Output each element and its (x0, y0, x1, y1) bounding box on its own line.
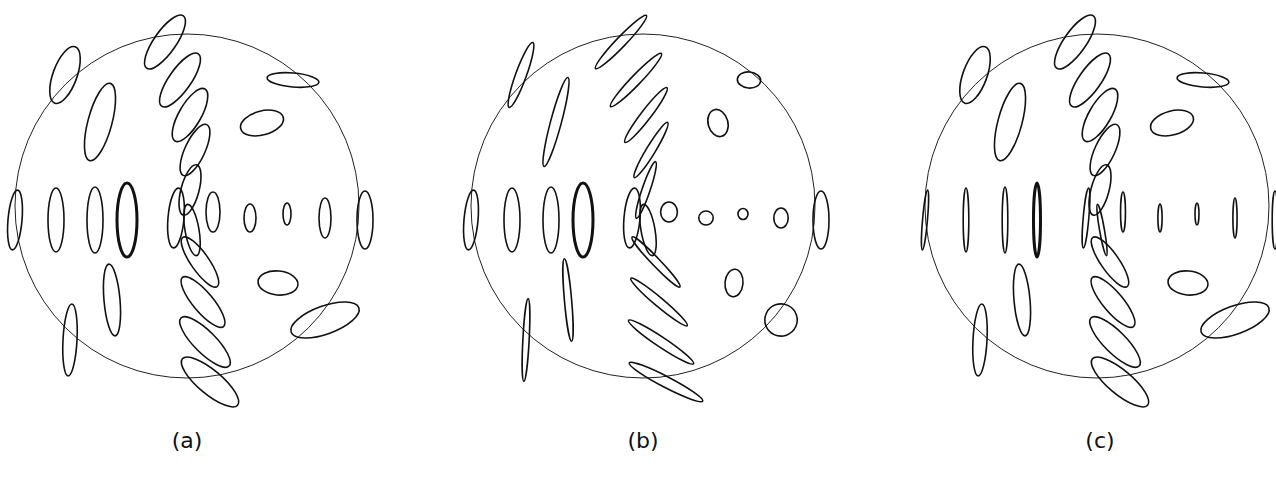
spot-outline (461, 190, 480, 251)
spot-outline (357, 191, 373, 249)
spot-outline (628, 275, 690, 329)
spot-outline (174, 120, 216, 179)
spot-outline (774, 208, 788, 228)
spot-outline (988, 80, 1032, 163)
spot-outline (1085, 232, 1134, 291)
spot-outline (724, 268, 744, 297)
spot-outline (573, 183, 593, 257)
spot-outline (1176, 71, 1229, 89)
spot-outline (1196, 295, 1273, 346)
spot-outline (319, 198, 331, 238)
spot-outline (607, 50, 665, 110)
spot-outline (627, 358, 705, 406)
panel-figure (461, 12, 829, 406)
spot-outline (963, 188, 969, 252)
spot-outline (117, 183, 137, 257)
spot-outline (1063, 47, 1118, 112)
spot-outline (206, 192, 220, 232)
field-circle (471, 34, 815, 378)
spot-outline (1085, 271, 1141, 333)
spot-outline (175, 350, 246, 415)
spot-outline (48, 188, 64, 252)
spot-outline (1011, 263, 1033, 336)
spot-outline (504, 41, 538, 110)
field-circle (925, 34, 1269, 378)
spot-outline (1084, 120, 1126, 179)
field-circle (15, 34, 359, 378)
spot-outline (101, 263, 123, 336)
spot-outline (286, 295, 363, 346)
spot-outline (78, 80, 122, 163)
spot-outline (738, 209, 748, 220)
spot-outline (543, 187, 559, 253)
spot-outline (760, 299, 801, 340)
spot-outline (266, 71, 319, 89)
panel-figure (920, 9, 1276, 414)
spot-outline (521, 298, 532, 381)
spot-outline (1048, 9, 1103, 74)
spot-outline (504, 188, 520, 252)
spot-outline (813, 191, 829, 249)
spot-outline (630, 120, 671, 180)
spot-outline (1272, 191, 1276, 249)
panel-figure (5, 9, 373, 414)
spot-outline (920, 190, 930, 250)
spot-outline (244, 204, 256, 232)
spot-outline (1085, 350, 1156, 415)
panel-label: (a) (172, 428, 203, 453)
spot-outline (5, 190, 24, 251)
spot-outline (561, 258, 575, 341)
spot-outline (539, 76, 573, 168)
panel-label: (c) (1085, 428, 1114, 453)
spot-outline (138, 9, 193, 74)
spot-outline (705, 107, 731, 139)
spot-outline (175, 271, 231, 333)
spot-outline (181, 203, 204, 257)
spot-outline (737, 71, 762, 89)
spot-outline (1148, 106, 1197, 141)
spot-outline (1002, 187, 1008, 253)
spot-outline (1121, 192, 1126, 232)
spot-outline (953, 43, 996, 108)
spot-outline (661, 202, 678, 222)
spot-outline (1034, 183, 1041, 257)
panel-label: (b) (627, 428, 658, 453)
spot-outline (238, 106, 287, 141)
spot-outline (153, 47, 208, 112)
spot-outline (1081, 188, 1092, 248)
spot-outline (1195, 203, 1199, 225)
spot-outline (61, 304, 79, 377)
spot-outline (592, 12, 650, 72)
spot-outline (1233, 198, 1237, 238)
spot-outline (283, 203, 291, 225)
spot-outline (971, 304, 989, 377)
spot-outline (1167, 269, 1209, 296)
spot-outline (1095, 204, 1109, 256)
spot-outline (626, 316, 697, 368)
spot-outline (43, 43, 86, 108)
spot-outline (87, 187, 103, 253)
spot-outline (637, 203, 660, 257)
spot-outline (257, 269, 299, 296)
spot-outline (1158, 204, 1162, 232)
spot-outline (699, 211, 713, 225)
spot-outline (175, 163, 206, 218)
